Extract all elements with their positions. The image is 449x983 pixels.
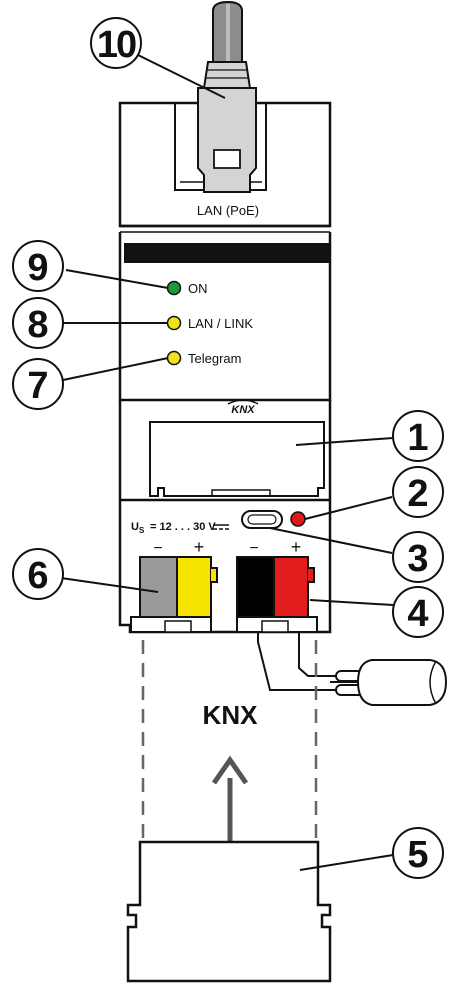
voltage-symbol: US (131, 521, 145, 535)
callout-8-number: 8 (27, 304, 48, 346)
status-leds: ON LAN / LINK Telegram (166, 280, 253, 366)
callout-1 (392, 410, 444, 462)
callout-6 (12, 548, 64, 600)
knx-bus-cable (257, 632, 448, 706)
programming-led-icon (290, 511, 306, 527)
callout-9 (12, 240, 64, 292)
callout-7-number: 7 (27, 365, 48, 407)
callout-numbers: 10 9 8 7 1 2 3 4 6 5 (27, 24, 428, 876)
knx-bus-terminal (236, 556, 318, 633)
supply-terminal (130, 556, 218, 633)
callout-10 (90, 17, 142, 69)
callout-3 (392, 531, 444, 583)
callout-2 (392, 466, 444, 518)
housing-middle-section (118, 232, 332, 402)
callout-4 (392, 586, 444, 638)
callout-5 (392, 827, 444, 879)
led-lan-link-label: LAN / LINK (188, 316, 253, 331)
led-telegram-icon (166, 350, 182, 366)
din-rail-guides (141, 640, 318, 840)
callout-10-number: 10 (97, 24, 136, 66)
knx-logo: KNX (231, 404, 255, 416)
led-on-label: ON (188, 281, 208, 296)
callout-7 (12, 358, 64, 410)
callouts (12, 17, 444, 879)
led-on-icon (166, 280, 182, 296)
lan-poe-label: LAN (PoE) (197, 203, 259, 218)
supply-plus: + (194, 537, 205, 557)
callout-9-number: 9 (27, 247, 48, 289)
bus-plus: + (291, 537, 302, 557)
label-strip (124, 243, 329, 263)
callout-3-number: 3 (407, 538, 428, 580)
bus-minus: − (249, 540, 258, 557)
knx-bus-label: KNX (203, 700, 259, 730)
callout-4-number: 4 (407, 593, 428, 635)
bus-coupler-module (126, 840, 332, 983)
led-telegram-label: Telegram (188, 351, 241, 366)
callout-8 (12, 297, 64, 349)
callout-6-number: 6 (27, 555, 48, 597)
cover-flap: KNX (149, 399, 325, 497)
callout-1-number: 1 (407, 417, 428, 459)
callout-2-number: 2 (407, 473, 428, 515)
voltage-range: = 12 . . . 30 V (150, 521, 216, 533)
lan-cable-plug (197, 0, 257, 193)
supply-label: US = 12 . . . 30 V − + − + (131, 521, 301, 557)
led-lan-link-icon (166, 315, 182, 331)
callout-5-number: 5 (407, 834, 428, 876)
supply-minus: − (153, 540, 162, 557)
